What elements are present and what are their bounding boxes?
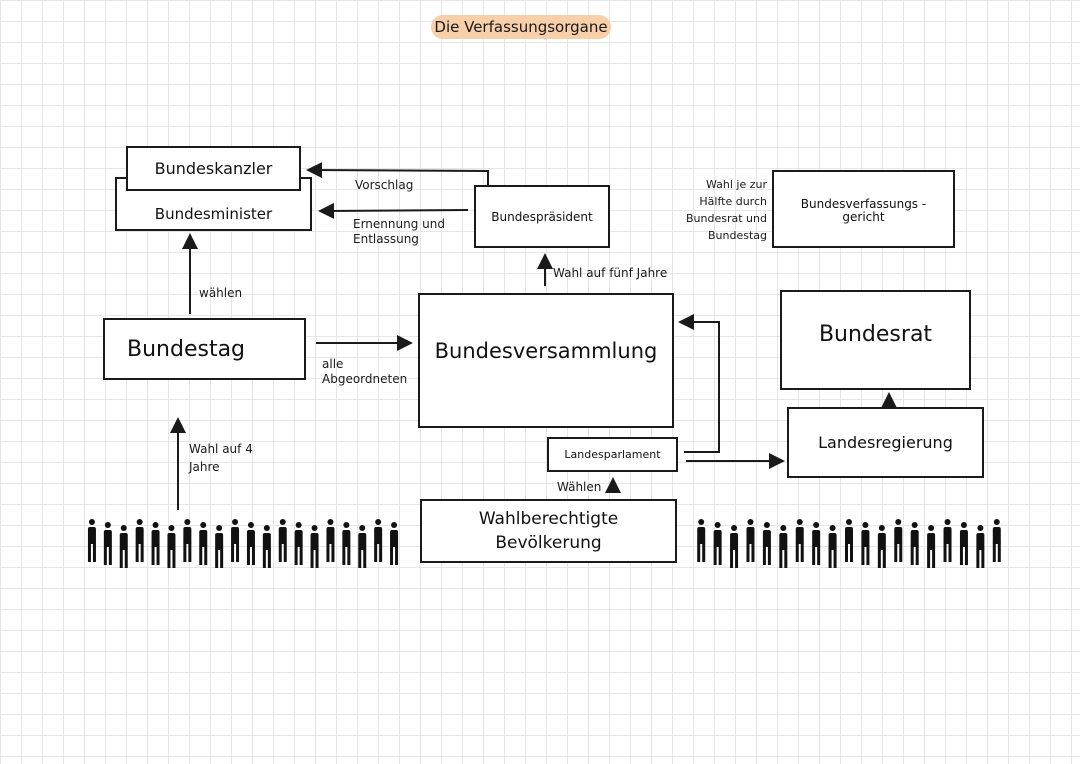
bundesrat-label: Bundesrat [818, 322, 933, 347]
wahl-bverfg-label: Wahl je zur Hälfte durch Bundesrat und B… [686, 178, 767, 242]
waehlen-land-label: Wählen [557, 480, 602, 494]
landesregierung-label: Landesregierung [818, 433, 953, 452]
arrow-ernennung [318, 202, 469, 219]
bundespraesident-box: Bundespräsident [474, 185, 610, 248]
bundesversammlung-box: Bundesversammlung [418, 293, 674, 428]
bundestag-label: Bundestag [127, 336, 246, 362]
wahl-vier-jahre-label: Wahl auf 4 Jahre [189, 442, 253, 474]
bundeskanzler-box: Bundeskanzler [126, 146, 301, 191]
bundesverfassungsgericht-box: Bundesverfassungs - gericht [772, 170, 955, 248]
vorschlag-label: Vorschlag [355, 178, 414, 192]
landesregierung-box: Landesregierung [787, 407, 984, 478]
crowd-right-icon [697, 519, 1001, 568]
waehlen-kanzler-label: wählen [199, 286, 243, 300]
arrow-landesparlament-bundesversammlung [678, 314, 720, 453]
landesparlament-label: Landesparlament [564, 448, 661, 461]
wahl-fuenf-jahre-label: Wahl auf fünf Jahre [553, 266, 668, 280]
crowd-left-icon [87, 519, 399, 568]
alle-abgeordneten-label: alle Abgeordneten [322, 357, 408, 386]
landesparlament-box: Landesparlament [547, 437, 678, 472]
bevoelkerung-box: Wahlberechtigte Bevölkerung [420, 499, 677, 563]
bundesminister-label: Bundesminister [154, 205, 273, 223]
bundestag-box: Bundestag [103, 318, 306, 380]
ernennung-label: Ernennung und Entlassung [353, 217, 445, 246]
bundesverfassungsgericht-label: Bundesverfassungs - gericht [800, 197, 927, 224]
bundesversammlung-label: Bundesversammlung [434, 339, 658, 363]
bundeskanzler-label: Bundeskanzler [154, 159, 273, 178]
arrow-vorschlag [306, 162, 489, 185]
bundespraesident-label: Bundespräsident [491, 209, 593, 224]
diagram-title: Die Verfassungsorgane [431, 15, 611, 39]
bevoelkerung-label: Wahlberechtigte Bevölkerung [478, 509, 619, 553]
bundesrat-box: Bundesrat [780, 290, 971, 390]
